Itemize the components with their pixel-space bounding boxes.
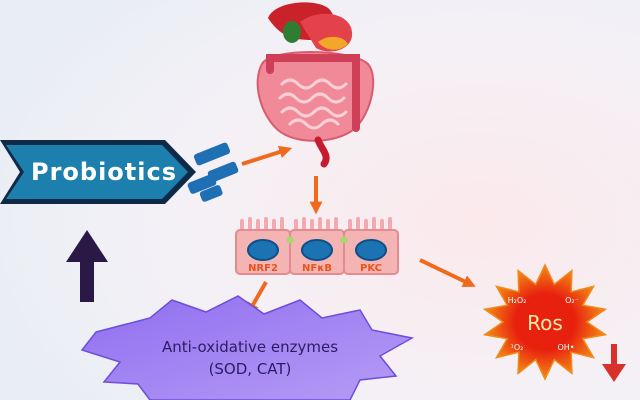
- probiotics-label: Probiotics: [31, 158, 177, 186]
- ros-species-hydroxyl: OH•: [557, 343, 574, 352]
- digestive-system-icon: [256, 2, 375, 168]
- enzymes-starburst: Anti-oxidative enzymes (SOD, CAT): [80, 295, 415, 400]
- epithelial-cells: NRF2 NFκB PKC: [235, 217, 399, 275]
- arrow-probiotics-to-gut: [241, 145, 293, 166]
- cell-label-nrf2: NRF2: [248, 263, 278, 274]
- arrow-cells-to-ros: [419, 258, 476, 288]
- ros-burst: Ros H₂O₂ O₂⁻ ¹O₂ OH•: [482, 263, 608, 381]
- cell-label-pkc: PKC: [360, 263, 382, 274]
- probiotics-banner: Probiotics: [0, 140, 196, 204]
- decrease-arrow-icon: [602, 344, 626, 382]
- increase-arrow-icon: [66, 230, 108, 302]
- ros-label: Ros: [527, 311, 563, 335]
- ros-species-h2o2: H₂O₂: [508, 296, 527, 305]
- pathway-arrows: [241, 145, 476, 316]
- enzymes-label-line1: Anti-oxidative enzymes: [162, 338, 338, 356]
- enzymes-label-line2: (SOD, CAT): [209, 360, 292, 378]
- ros-species-superoxide: O₂⁻: [565, 296, 579, 305]
- cell-label-nfkb: NFκB: [302, 263, 332, 274]
- ros-species-singlet-oxygen: ¹O₂: [511, 343, 524, 352]
- bacteria-icon: [187, 142, 239, 202]
